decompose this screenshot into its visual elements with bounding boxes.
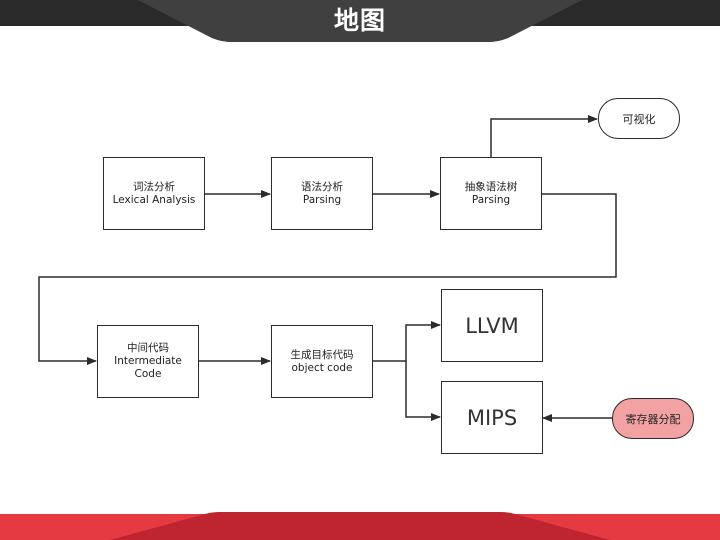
arrow-codegen-to-mips — [405, 361, 441, 421]
node-parsing-en: Parsing — [302, 193, 342, 206]
node-regalloc-label: 寄存器分配 — [625, 412, 681, 426]
node-mips-label: MIPS — [466, 405, 518, 430]
node-llvm-label: LLVM — [465, 313, 519, 338]
node-llvm: LLVM — [441, 289, 543, 362]
arrow-ast-to-ir — [38, 193, 617, 365]
arrow-codegen-to-llvm — [373, 321, 441, 362]
node-parsing: 语法分析 Parsing — [271, 157, 373, 230]
node-lexical-en: Lexical Analysis — [112, 193, 196, 206]
page-title: 地图 — [333, 6, 386, 35]
node-ir-zh: 中间代码 — [127, 342, 169, 354]
node-codegen-zh: 生成目标代码 — [290, 348, 354, 361]
node-ir-en1: Intermediate — [114, 355, 182, 367]
node-intermediate-code: 中间代码 Intermediate Code — [97, 325, 199, 398]
footer-bar — [0, 512, 720, 540]
header-bar — [0, 0, 720, 42]
node-visualize: 可视化 — [598, 98, 680, 139]
node-codegen-en: object code — [291, 361, 353, 374]
node-ast-zh: 抽象语法树 — [464, 180, 518, 193]
node-register-allocation: 寄存器分配 — [612, 398, 694, 439]
node-lexical-analysis: 词法分析 Lexical Analysis — [103, 157, 205, 230]
node-mips: MIPS — [441, 381, 543, 454]
node-visualize-label: 可视化 — [622, 112, 656, 126]
arrow-ast-to-visualize — [490, 115, 598, 157]
node-object-code: 生成目标代码 object code — [271, 325, 373, 398]
node-lexical-zh: 词法分析 — [133, 180, 175, 193]
node-ir-en2: Code — [134, 368, 162, 380]
node-parsing-zh: 语法分析 — [301, 180, 343, 193]
node-ast: 抽象语法树 Parsing — [440, 157, 542, 230]
node-ast-en: Parsing — [471, 193, 511, 206]
